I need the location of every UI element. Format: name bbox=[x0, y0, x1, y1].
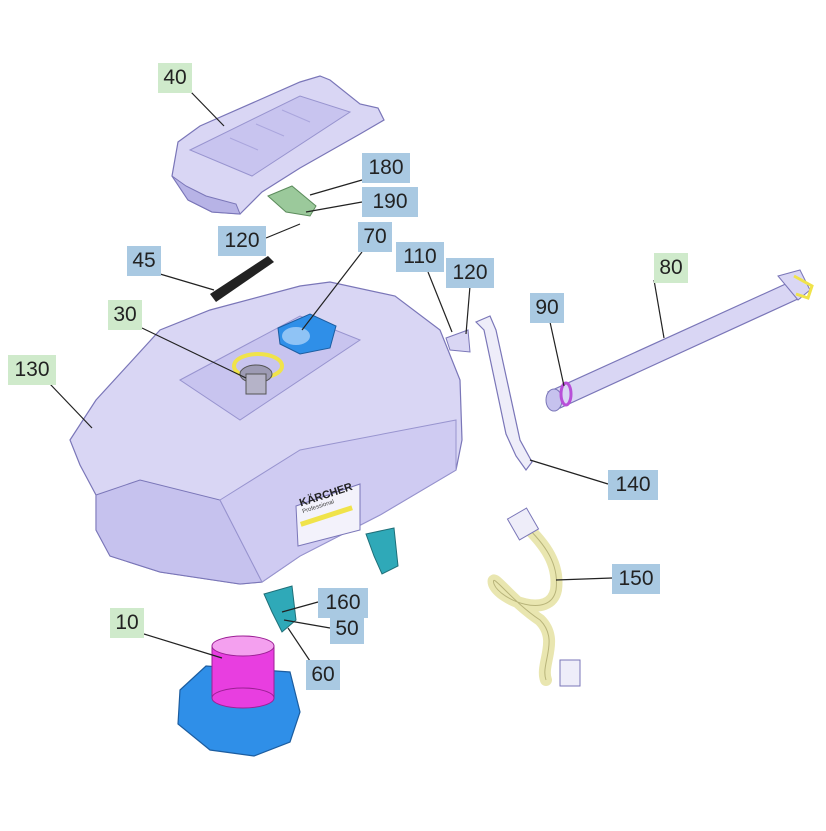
part-blue-funnel bbox=[277, 313, 337, 355]
callout-50: 50 bbox=[330, 614, 364, 644]
part-main-housing bbox=[69, 281, 463, 585]
callout-110: 110 bbox=[396, 242, 444, 272]
part-clip-strap bbox=[474, 315, 533, 472]
callout-140: 140 bbox=[608, 470, 658, 500]
part-float-valve bbox=[232, 352, 284, 395]
callout-40: 40 bbox=[158, 63, 192, 93]
part-bracket bbox=[445, 329, 471, 353]
callout-90: 90 bbox=[530, 293, 564, 323]
callout-60: 60 bbox=[306, 660, 340, 690]
part-lid bbox=[171, 75, 385, 215]
part-tube bbox=[545, 269, 814, 412]
callout-180: 180 bbox=[362, 153, 410, 183]
callout-120-lower: 120 bbox=[446, 258, 494, 288]
leader-lines bbox=[49, 89, 665, 665]
part-motor-unit bbox=[177, 635, 301, 757]
callout-30: 30 bbox=[108, 300, 142, 330]
callout-150: 150 bbox=[612, 564, 660, 594]
part-hose bbox=[487, 507, 581, 687]
callout-70: 70 bbox=[358, 222, 392, 252]
callout-160: 160 bbox=[318, 588, 368, 618]
callout-120-upper: 120 bbox=[218, 226, 266, 256]
callout-10: 10 bbox=[110, 608, 144, 638]
callout-190: 190 bbox=[362, 187, 418, 217]
callout-130: 130 bbox=[8, 355, 56, 385]
callout-45: 45 bbox=[127, 246, 161, 276]
part-gasket-bar bbox=[210, 256, 274, 302]
part-teal-clips bbox=[263, 527, 399, 633]
callout-80: 80 bbox=[654, 253, 688, 283]
